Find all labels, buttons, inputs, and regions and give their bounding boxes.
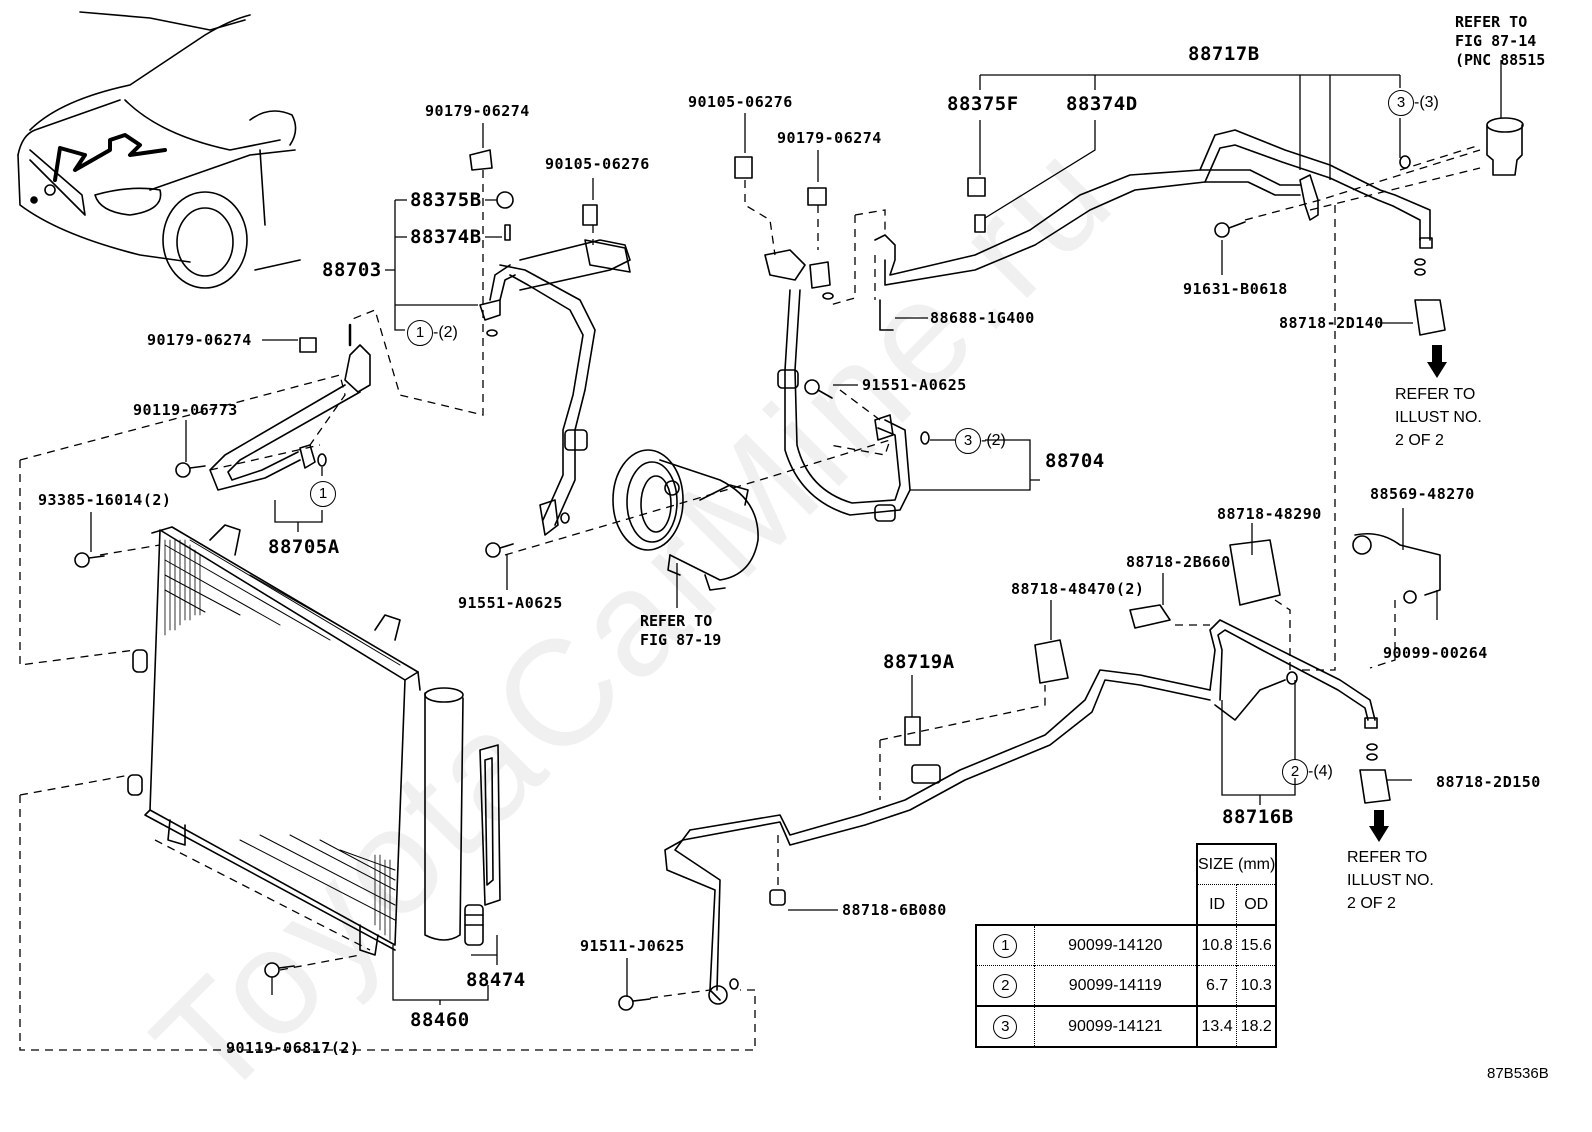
table-row: 2 90099-14119 6.7 10.3 — [975, 965, 1278, 1006]
label-88688-1g400: 88688-1G400 — [930, 309, 1035, 327]
pipe-88705a-icon — [209, 323, 371, 491]
label-88375b: 88375B — [410, 189, 482, 211]
ref-circle: 2 — [993, 973, 1018, 998]
callout-ref-circle: 1 — [310, 481, 336, 507]
label-88704: 88704 — [1045, 450, 1105, 472]
label-88374b: 88374B — [410, 226, 482, 248]
label-93385-16014: 93385-16014(2) — [38, 491, 172, 509]
label-90179-06274: 90179-06274 — [425, 102, 530, 120]
callout-qty: -(3) — [1414, 94, 1439, 111]
label-88705a: 88705A — [268, 536, 340, 558]
callout-oring-3-qty-2: 3 -(2) — [955, 428, 1006, 454]
arrow-down-icon — [1369, 345, 1447, 842]
label-88718-2b660: 88718-2B660 — [1126, 553, 1231, 571]
label-88569-48270: 88569-48270 — [1370, 485, 1475, 503]
expansion-valve-icon — [1486, 117, 1524, 176]
label-88474: 88474 — [466, 969, 526, 991]
callout-qty: -(2) — [981, 432, 1006, 449]
callout-oring-3-qty-3: 3 -(3) — [1388, 90, 1439, 116]
label-90179-06274-c: 90179-06274 — [777, 129, 882, 147]
parts-diagram: ToyotaCarMine.ru — [17, 11, 1549, 1130]
condenser-icon — [127, 524, 421, 956]
label-88716b: 88716B — [1222, 806, 1294, 828]
table-row: 3 90099-14121 13.4 18.2 — [975, 1005, 1278, 1048]
callout-ref-circle: 3 — [955, 428, 981, 454]
col-od-header: OD — [1236, 884, 1278, 925]
label-91511-j0625: 91511-J0625 — [580, 937, 685, 955]
oring-size-table: SIZE (mm) ID OD 1 90099-14120 10.8 15.6 … — [975, 843, 1278, 1048]
callout-qty: -(4) — [1308, 763, 1333, 780]
compressor-icon — [612, 449, 759, 591]
outer-diameter: 10.3 — [1236, 965, 1278, 1006]
col-id-header: ID — [1196, 884, 1237, 925]
label-90105-06276-b: 90105-06276 — [688, 93, 793, 111]
note-refer-illust-lower: REFER TO ILLUST NO. 2 OF 2 — [1347, 849, 1434, 912]
label-90099-00264: 90099-00264 — [1383, 644, 1488, 662]
callout-qty: -(2) — [433, 324, 458, 341]
pipe-88703-icon — [479, 264, 516, 321]
part-number: 90099-14121 — [1033, 1005, 1197, 1048]
label-91551-a0625: 91551-A0625 — [458, 594, 563, 612]
callout-ref-circle: 2 — [1282, 759, 1308, 785]
label-88718-2d150: 88718-2D150 — [1436, 773, 1541, 791]
inner-diameter: 6.7 — [1196, 965, 1237, 1006]
pipe-88716b-icon — [664, 619, 1378, 1005]
callout-ref-circle: 3 — [1388, 90, 1414, 116]
label-88703: 88703 — [322, 259, 382, 281]
part-number: 90099-14120 — [1033, 924, 1197, 966]
outer-diameter: 18.2 — [1236, 1005, 1278, 1048]
note-refer-fig-87-19: REFER TO FIG 87-19 — [640, 612, 722, 649]
note-refer-illust-upper: REFER TO ILLUST NO. 2 OF 2 — [1395, 386, 1482, 449]
label-88718-2d140: 88718-2D140 — [1279, 314, 1384, 332]
label-88374d: 88374D — [1066, 93, 1138, 115]
inner-diameter: 10.8 — [1196, 924, 1237, 966]
label-91631-b0618: 91631-B0618 — [1183, 280, 1288, 298]
inner-diameter: 13.4 — [1196, 1005, 1237, 1048]
label-88460: 88460 — [410, 1009, 470, 1031]
table-row: 1 90099-14120 10.8 15.6 — [975, 924, 1278, 966]
label-88718-48470: 88718-48470(2) — [1011, 580, 1145, 598]
label-88375f: 88375F — [947, 93, 1019, 115]
callout-ref-circle: 1 — [407, 320, 433, 346]
callout-oring-2-qty-4: 2 -(4) — [1282, 759, 1333, 785]
ref-circle: 1 — [993, 933, 1018, 958]
label-90105-06276: 90105-06276 — [545, 155, 650, 173]
callout-oring-1: 1 — [310, 481, 336, 507]
label-90119-06817: 90119-06817(2) — [226, 1039, 360, 1057]
label-91551-a0625-b: 91551-A0625 — [862, 376, 967, 394]
suction-hose-88704-icon — [764, 249, 911, 522]
label-90179-06274-b: 90179-06274 — [147, 331, 252, 349]
vehicle-thumbnail-icon — [17, 11, 301, 289]
ref-circle: 3 — [993, 1014, 1018, 1039]
diagram-artwork — [17, 11, 1524, 1051]
figure-id: 87B536B — [1487, 1065, 1549, 1082]
label-90119-06773: 90119-06773 — [133, 401, 238, 419]
part-number: 90099-14119 — [1033, 965, 1197, 1006]
outer-diameter: 15.6 — [1236, 924, 1278, 966]
label-88718-48290: 88718-48290 — [1217, 505, 1322, 523]
callout-oring-1-qty-2: 1 -(2) — [407, 320, 458, 346]
receiver-dryer-icon — [424, 687, 501, 946]
discharge-hose-icon — [499, 239, 631, 536]
size-header: SIZE (mm) — [1195, 843, 1278, 885]
label-88719a: 88719A — [883, 651, 955, 673]
label-88718-6b080: 88718-6B080 — [842, 901, 947, 919]
label-88717b: 88717B — [1188, 43, 1260, 65]
pipe-88717b-icon — [874, 129, 1433, 286]
note-refer-fig-87-14: REFER TO FIG 87-14 (PNC 88515 — [1455, 13, 1546, 69]
